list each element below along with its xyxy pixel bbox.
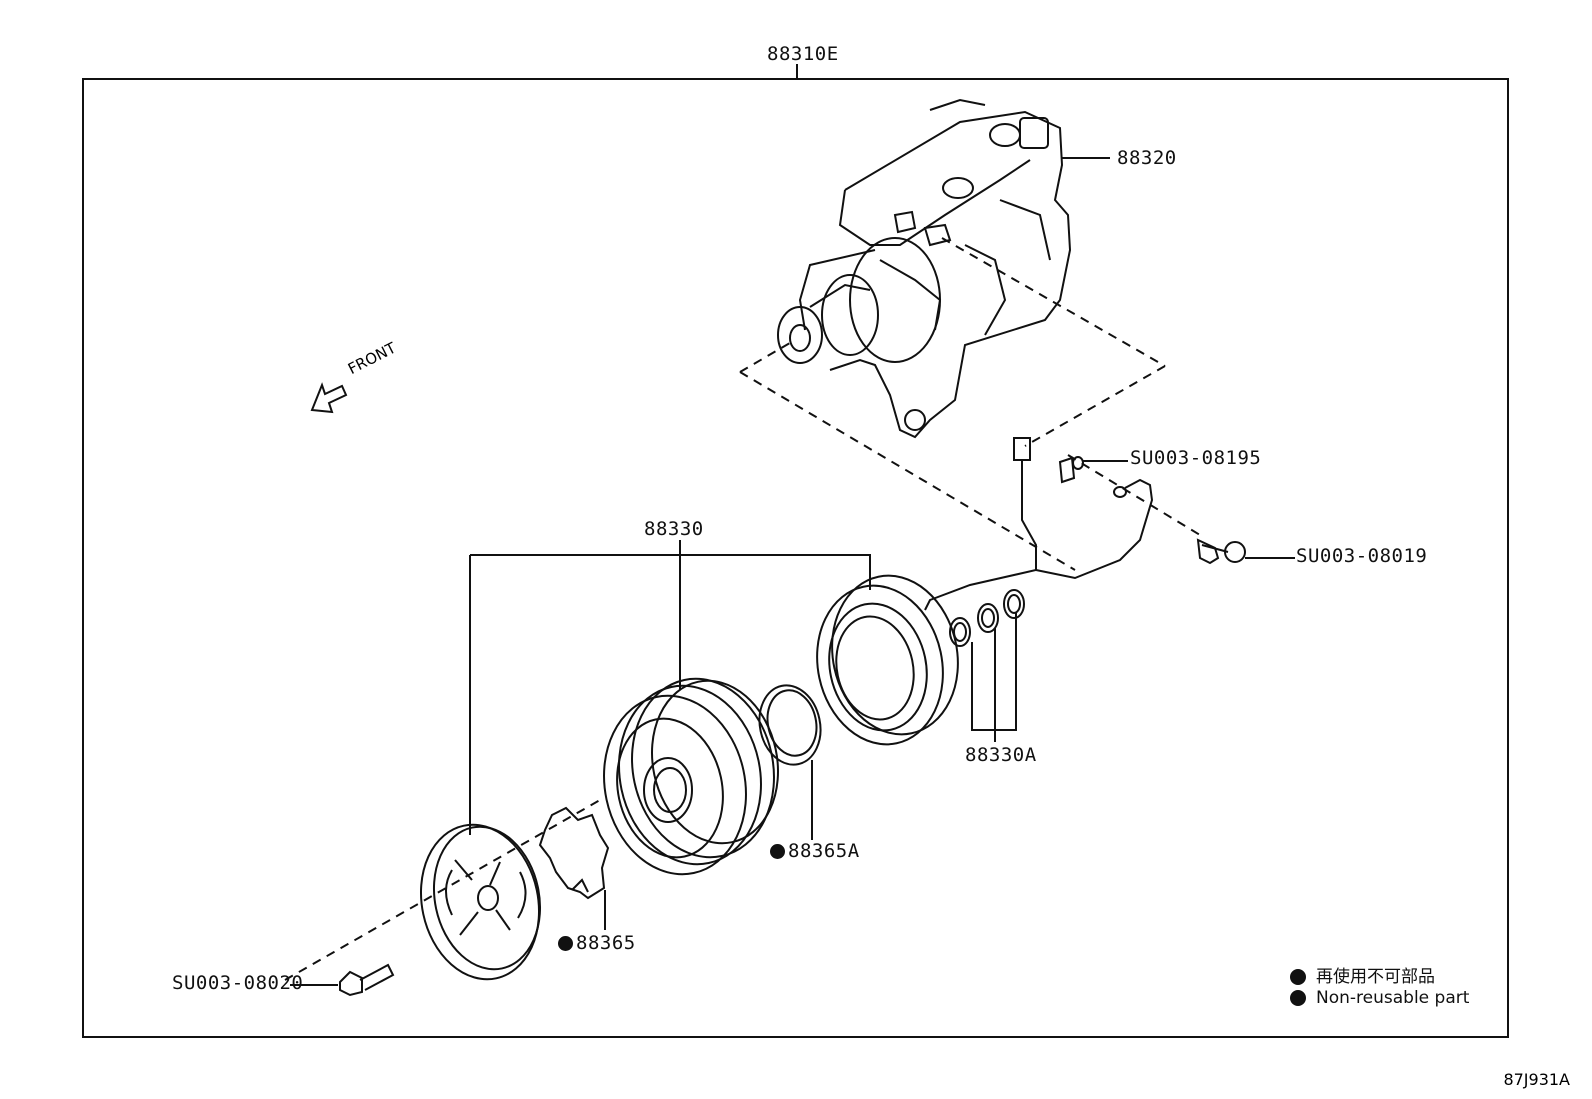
non-reusable-dot-icon — [770, 844, 785, 859]
shim-rings-icon — [949, 589, 1025, 647]
legend-dot-icon — [1290, 990, 1306, 1006]
legend-row-en: Non-reusable part — [1290, 988, 1469, 1008]
snap-ring-label: 88365A — [770, 840, 860, 862]
compressor-label: 88320 — [1117, 147, 1177, 169]
field-coil-icon — [816, 574, 959, 746]
legend-dot-icon — [1290, 969, 1306, 985]
clip-label: SU003-08195 — [1130, 447, 1262, 469]
diagram-ref: 87J931A — [1503, 1070, 1570, 1089]
snap-ring-icon — [758, 684, 822, 766]
bolt-bottom-icon — [339, 963, 395, 997]
shims-label: 88330A — [965, 744, 1037, 766]
assembly-label: 88310E — [767, 43, 839, 65]
wire-harness-icon — [924, 437, 1154, 611]
front-arrow-icon — [310, 382, 348, 414]
legend-row-jp: 再使用不可部品 — [1290, 962, 1435, 987]
non-reusable-dot-icon — [558, 936, 573, 951]
bolt-bottom-label: SU003-08020 — [172, 972, 304, 994]
bolt-right-label: SU003-08019 — [1296, 545, 1428, 567]
bolt-right-icon — [1196, 538, 1246, 565]
frame — [82, 78, 1509, 1038]
clutch-bracket — [469, 548, 871, 835]
pulley-icon — [603, 677, 779, 876]
shim-plate-icon — [538, 806, 610, 900]
plate-part-label: 88365 — [558, 932, 636, 954]
clutch-assy-label: 88330 — [644, 518, 704, 540]
clip-icon — [1058, 456, 1084, 484]
pressure-plate-icon — [419, 823, 542, 981]
compressor-icon — [777, 98, 1072, 439]
